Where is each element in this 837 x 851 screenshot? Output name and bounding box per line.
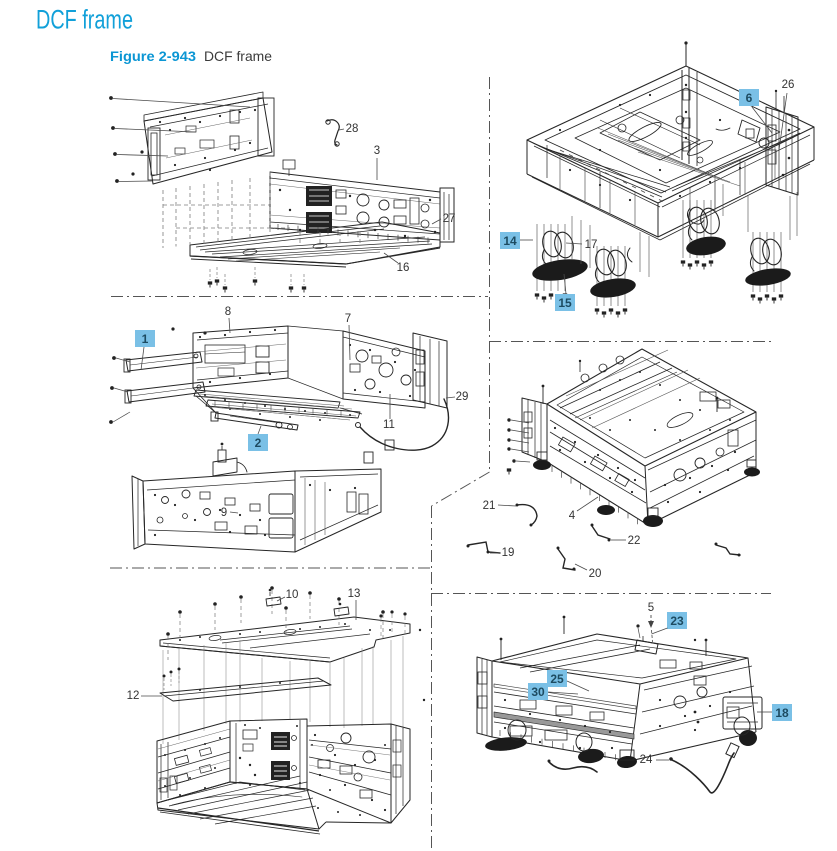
svg-text:4: 4 [569,510,576,522]
svg-text:6: 6 [746,91,753,105]
svg-text:13: 13 [348,588,361,600]
svg-text:5: 5 [648,602,654,614]
svg-text:11: 11 [383,419,395,431]
svg-text:16: 16 [397,262,410,274]
svg-text:14: 14 [503,234,517,248]
svg-text:29: 29 [456,391,469,403]
svg-text:2: 2 [255,436,262,450]
svg-text:15: 15 [558,296,572,310]
svg-text:28: 28 [346,123,359,135]
svg-text:22: 22 [628,535,641,547]
svg-text:17: 17 [585,239,598,251]
svg-text:25: 25 [550,672,564,686]
svg-text:9: 9 [221,507,227,519]
svg-text:20: 20 [589,568,602,580]
svg-text:Figure 2-943: Figure 2-943 [110,48,196,64]
svg-text:21: 21 [483,500,496,512]
svg-text:3: 3 [374,145,380,157]
svg-text:27: 27 [443,213,456,225]
svg-text:1: 1 [142,332,149,346]
svg-text:18: 18 [775,706,789,720]
svg-text:26: 26 [782,79,795,91]
svg-text:7: 7 [345,313,351,325]
svg-text:19: 19 [502,547,515,559]
svg-text:23: 23 [670,614,684,628]
svg-text:30: 30 [531,685,545,699]
svg-text:8: 8 [225,306,231,318]
svg-text:DCF frame: DCF frame [36,5,133,35]
svg-text:DCF frame: DCF frame [204,48,272,64]
svg-text:24: 24 [640,754,653,766]
svg-text:12: 12 [127,690,140,702]
svg-text:10: 10 [286,589,299,601]
